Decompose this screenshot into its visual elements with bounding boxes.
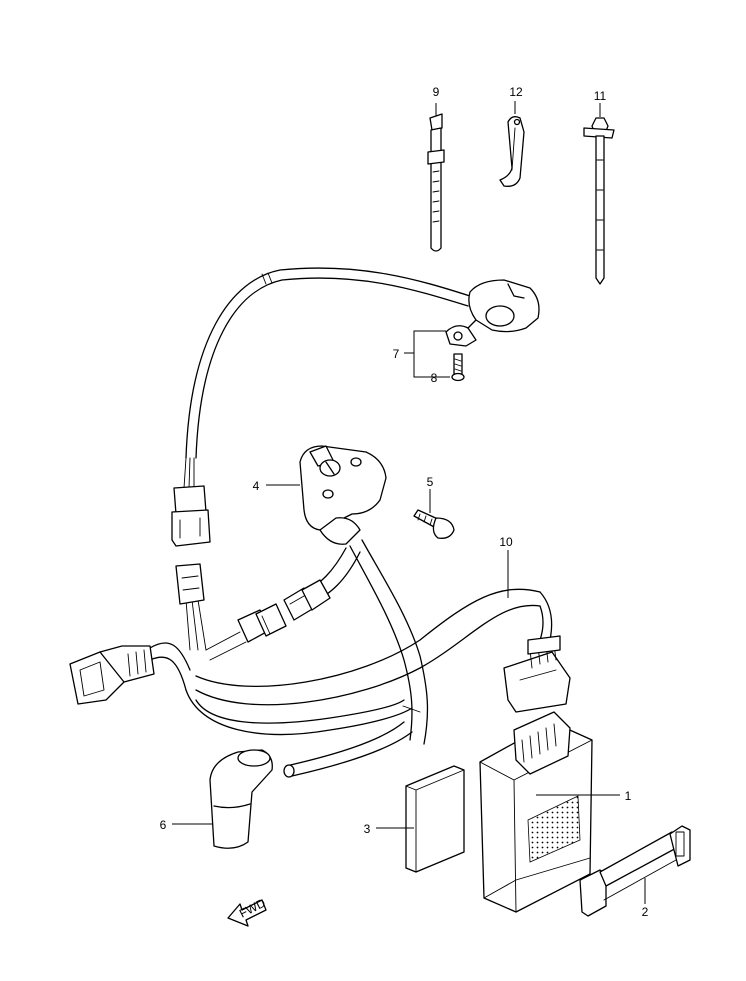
part-7-handlebar-switch xyxy=(445,279,540,347)
callout-10: 10 xyxy=(499,535,513,549)
callout-4: 4 xyxy=(253,479,260,493)
connector-upper-left xyxy=(175,563,205,605)
callout-6: 6 xyxy=(160,818,167,832)
callout-8: 8 xyxy=(431,371,438,385)
part-2-strap xyxy=(579,825,691,917)
part-12-clamp xyxy=(499,116,525,187)
part-4-start-switch xyxy=(299,445,387,545)
callout-2: 2 xyxy=(642,905,649,919)
callout-9: 9 xyxy=(433,85,440,99)
fwd-arrow-icon: FWD xyxy=(227,896,268,927)
leader-lines xyxy=(172,101,646,904)
callout-12: 12 xyxy=(509,85,523,99)
connector-middle xyxy=(237,579,331,643)
callout-1: 1 xyxy=(625,789,632,803)
callout-3: 3 xyxy=(364,822,371,836)
part-8-screw xyxy=(451,353,465,382)
part-9-cable-tie xyxy=(427,113,445,252)
part-3-pad xyxy=(405,765,465,873)
callout-5: 5 xyxy=(427,475,434,489)
callout-7: 7 xyxy=(393,347,400,361)
part-5-bolt xyxy=(413,509,455,539)
part-10-wiring-harness xyxy=(119,539,553,778)
callout-11: 11 xyxy=(594,89,607,103)
callout-labels: 9 12 11 7 8 4 5 10 6 3 1 2 xyxy=(160,85,649,919)
upper-harness-loop xyxy=(171,267,471,547)
connector-left-coupler xyxy=(69,645,155,705)
part-1-ecm-unit xyxy=(479,711,593,913)
connector-right-coupler xyxy=(503,635,571,713)
part-6-cap xyxy=(209,749,273,849)
part-11-cable-tie-clip xyxy=(583,117,615,285)
